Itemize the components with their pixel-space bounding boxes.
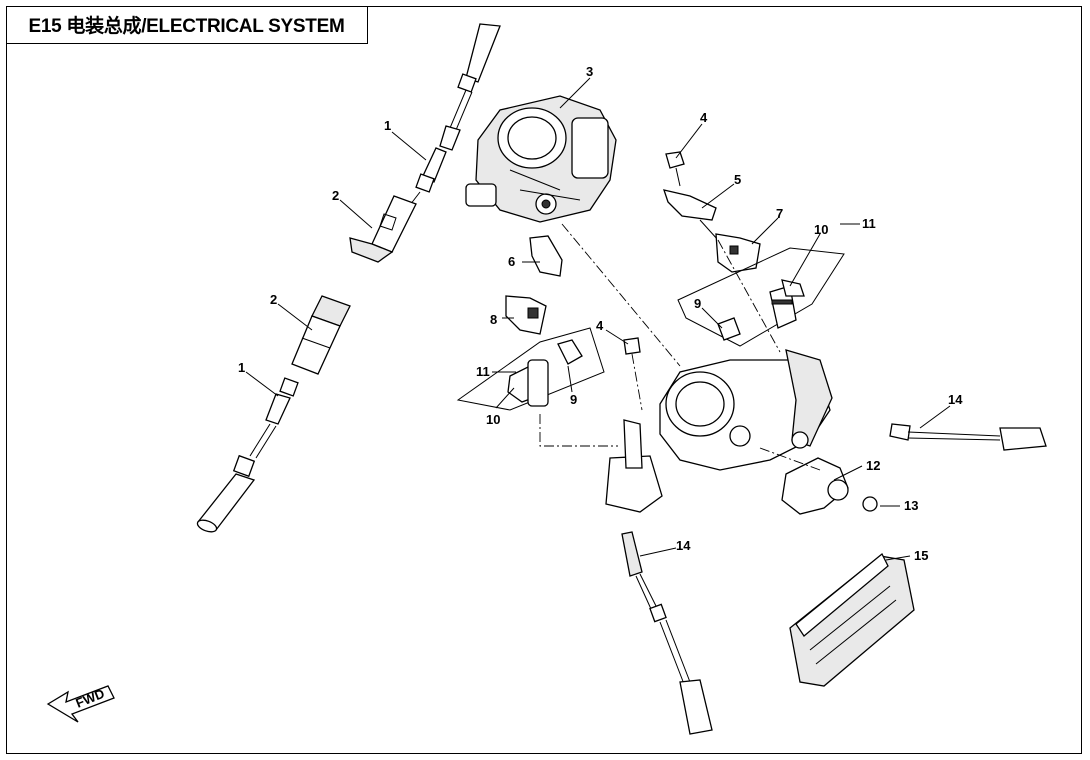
callout-1-lower: 1 [238,360,245,375]
callout-9-lower: 9 [570,392,577,407]
callout-6: 6 [508,254,515,269]
title-box: E15 电装总成/ELECTRICAL SYSTEM [6,6,368,44]
o2-sensor-right [889,423,1047,451]
ecu-15 [789,552,915,687]
leader-lines [245,77,951,561]
callout-4-upper: 4 [700,110,708,125]
callout-8: 8 [490,312,497,327]
callout-labels: 1 2 2 1 3 4 5 7 11 10 9 6 8 4 11 9 10 14… [238,64,963,563]
injector-kit-upper [677,247,845,347]
page-title: E15 电装总成/ELECTRICAL SYSTEM [28,16,345,37]
callout-5: 5 [734,172,741,187]
callout-7: 7 [776,206,783,221]
callout-4-lower: 4 [596,318,604,333]
callout-10-upper: 10 [814,222,828,237]
throttle-body-upper [465,95,617,223]
throttle-body-lower [605,349,833,513]
bolt-lower [623,337,643,411]
callout-14-right: 14 [948,392,963,407]
callout-14-bottom: 14 [676,538,691,553]
fwd-arrow-icon: FWD [46,685,115,723]
callout-11-upper: 11 [862,216,876,231]
lower-harness [196,295,351,533]
callout-13: 13 [904,498,918,513]
bolt-and-bracket-upper [663,151,761,273]
callout-11-lower: 11 [476,364,490,379]
callout-3: 3 [586,64,593,79]
callout-15: 15 [914,548,928,563]
drawing-frame [6,6,1082,754]
assembly-lines [539,223,821,471]
injector-kit-lower [456,235,605,411]
callout-2-lower: 2 [270,292,277,307]
callout-9-upper: 9 [694,296,701,311]
callout-1-upper: 1 [384,118,391,133]
callout-12: 12 [866,458,880,473]
callout-10-lower: 10 [486,412,500,427]
callout-2-upper: 2 [332,188,339,203]
sensor-12 [781,457,878,515]
upper-harness [349,23,501,263]
o2-sensor-bottom [621,531,713,735]
